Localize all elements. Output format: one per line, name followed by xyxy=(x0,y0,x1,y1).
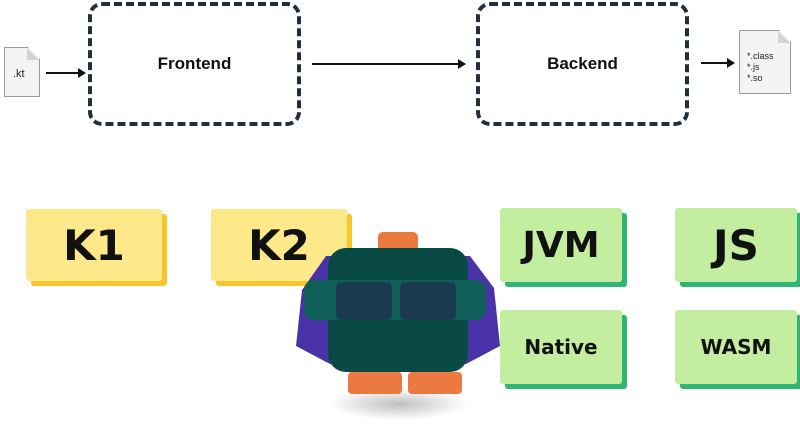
jvm-label: JVM xyxy=(522,224,600,266)
output-line-so: *.so xyxy=(747,73,763,83)
frontend-box: Frontend xyxy=(88,2,301,126)
arrow-icon xyxy=(312,59,466,69)
kt-file-label: .kt xyxy=(13,68,25,80)
kt-file-icon: .kt xyxy=(4,47,40,97)
backend-box: Backend xyxy=(476,2,689,126)
output-line-js: *.js xyxy=(747,62,760,72)
arrow-icon xyxy=(46,68,86,78)
backend-label: Backend xyxy=(547,54,618,73)
k1-label: K1 xyxy=(63,220,125,270)
k2-label: K2 xyxy=(248,220,310,270)
wasm-label: WASM xyxy=(700,335,772,359)
js-card: JS xyxy=(675,208,797,282)
js-label: JS xyxy=(713,220,759,270)
wasm-card: WASM xyxy=(675,310,797,384)
native-card: Native xyxy=(500,310,622,384)
robot-mascot-icon xyxy=(296,232,500,420)
native-label: Native xyxy=(524,335,598,359)
output-file-icon: *.class *.js *.so xyxy=(739,30,791,94)
k1-card: K1 xyxy=(26,209,162,281)
frontend-label: Frontend xyxy=(157,54,232,73)
jvm-card: JVM xyxy=(500,208,622,282)
output-line-class: *.class xyxy=(747,51,774,61)
arrow-icon xyxy=(701,58,735,68)
